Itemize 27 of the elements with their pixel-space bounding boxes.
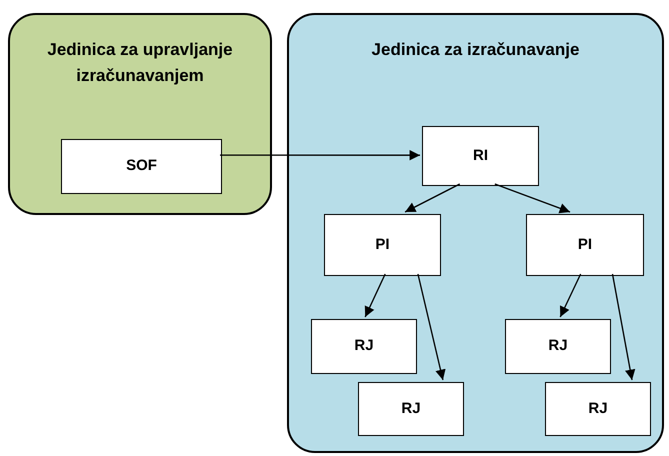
process-box xyxy=(422,126,539,186)
process-box xyxy=(545,382,651,436)
arrow xyxy=(404,183,460,213)
arrow xyxy=(612,274,636,380)
box-label: PI xyxy=(578,234,592,255)
process-box xyxy=(505,319,611,374)
box-label: RJ xyxy=(354,336,374,356)
arrow xyxy=(417,274,446,380)
panel-title: Jedinica za izračunavanje xyxy=(370,39,580,61)
box-label: RJ xyxy=(588,398,608,419)
panel-title: Jedinica za upravljanje izračunavanjem xyxy=(46,39,234,87)
process-box xyxy=(358,382,464,436)
arrow xyxy=(494,183,570,214)
arrow xyxy=(220,150,420,160)
box-label: PI xyxy=(375,234,390,255)
group-panel xyxy=(8,13,272,215)
box-label: SOF xyxy=(126,156,157,176)
process-box xyxy=(311,319,417,374)
process-box xyxy=(61,139,222,194)
arrow xyxy=(364,274,386,318)
group-panel xyxy=(287,13,664,453)
arrow xyxy=(560,274,582,318)
process-box xyxy=(526,214,644,276)
box-label: RI xyxy=(473,146,488,166)
box-label: RJ xyxy=(401,398,421,419)
box-label: RJ xyxy=(548,336,568,356)
process-box xyxy=(324,214,441,276)
